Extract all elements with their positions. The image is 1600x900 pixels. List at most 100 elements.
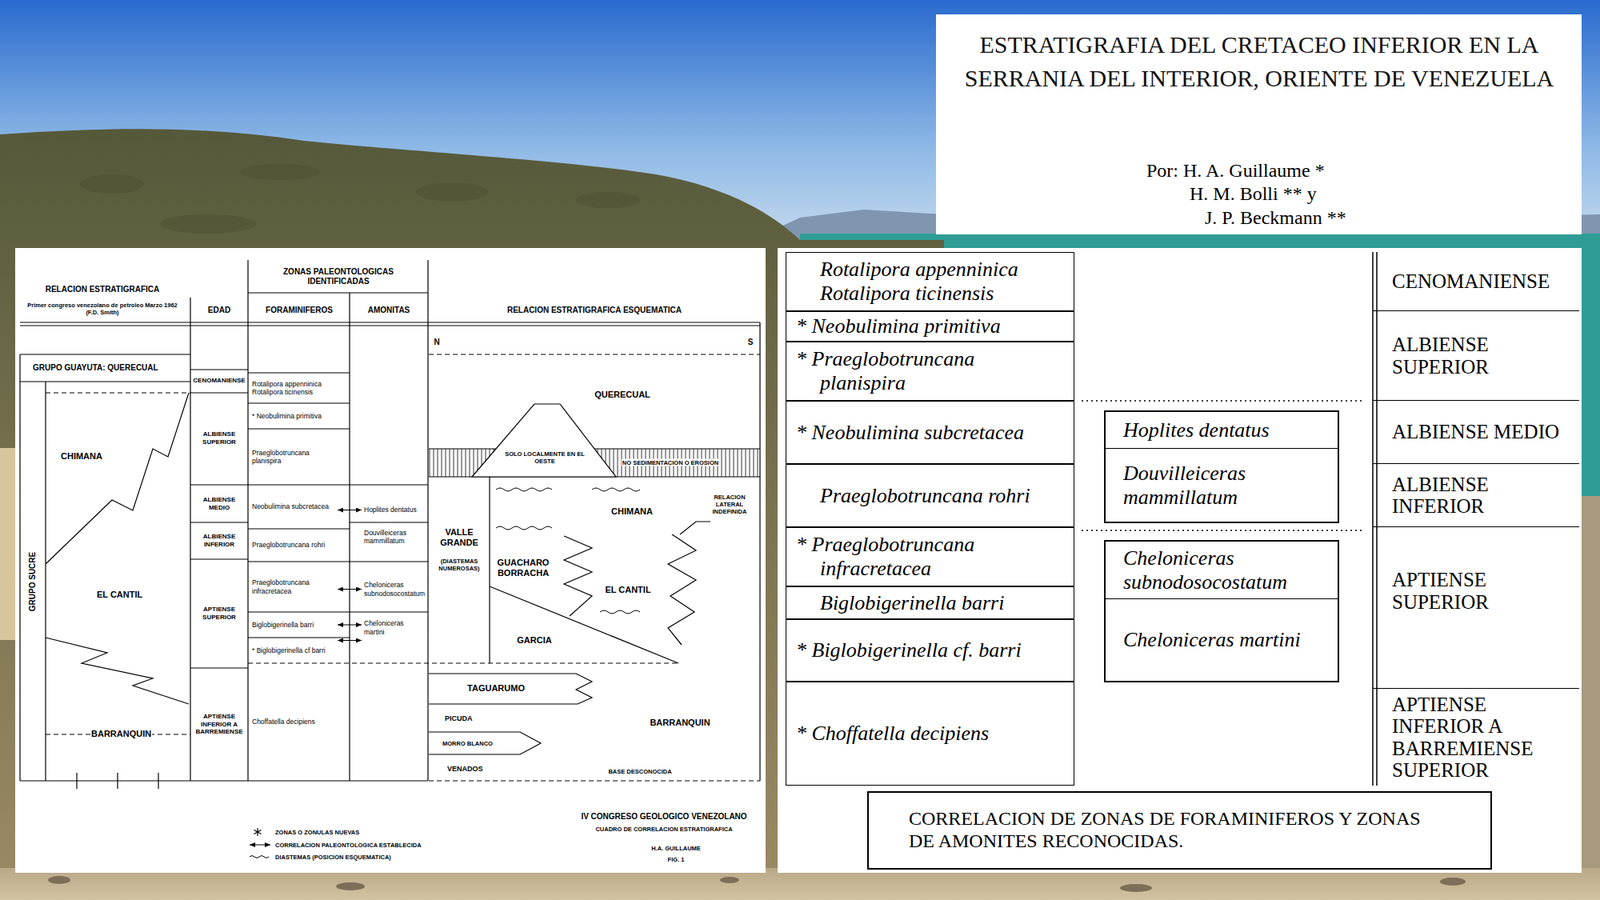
stage-box: ALBIENSE SUPERIOR bbox=[1372, 311, 1580, 401]
formation-name: VALLE GRANDE bbox=[434, 527, 484, 548]
correlation-arrow-sample bbox=[249, 844, 271, 846]
zone-name: Biglobigerinella barri bbox=[252, 620, 336, 629]
legend-entry: DIASTEMAS (POSICION ESQUEMATICA) bbox=[275, 853, 392, 861]
foraminifera-zone: Rotalipora appenninica Rotalipora ticine… bbox=[249, 372, 338, 404]
foraminifera-zone: * Neobulimina primitiva bbox=[249, 403, 338, 429]
stage-name: CENOMANIENSE bbox=[192, 376, 247, 385]
figure-panel bbox=[15, 248, 766, 873]
formation-name: QUERECUAL bbox=[593, 389, 652, 400]
zone-name: Cheloniceras subnodosocostatum bbox=[364, 580, 425, 597]
zone-name: Cheloniceras subnodosocostatum bbox=[1123, 546, 1327, 595]
foraminifera-zone-box: Biglobigerinella barri bbox=[785, 586, 1075, 620]
figure-note: S bbox=[747, 337, 755, 348]
zone-name: Douvilleiceras mammillatum bbox=[1123, 461, 1327, 510]
figure-note: FIG. 1 bbox=[667, 856, 686, 864]
formation-name: EL CANTIL bbox=[96, 589, 144, 600]
foraminifera-zone: * Biglobigerinella cf barri bbox=[249, 637, 338, 664]
zone-name: Praeglobotruncana infracretacea bbox=[252, 578, 336, 595]
dotted-correlation bbox=[1081, 400, 1363, 531]
figure-note: ZONAS PALEONTOLOGICAS IDENTIFICADAS bbox=[277, 267, 400, 287]
zone-name: Cheloniceras martini bbox=[364, 619, 425, 636]
sand bbox=[0, 448, 16, 640]
formation-name: GUACHARO BORRACHA bbox=[492, 557, 555, 579]
paper-title: ESTRATIGRAFIA DEL CRETACEO INFERIOR EN L… bbox=[942, 28, 1576, 96]
zone-name: Praeglobotruncana rohri bbox=[820, 484, 1050, 508]
stage-name: APTIENSE INFERIOR A BARREMIENSE bbox=[192, 712, 247, 736]
legend-entry: CORRELACION PALEONTOLOGICA ESTABLECIDA bbox=[275, 841, 422, 849]
zone-name: ALBIENSE SUPERIOR bbox=[1392, 333, 1575, 378]
zone-name: Biglobigerinella barri bbox=[820, 591, 1050, 616]
zone-name: * Choffatella decipiens bbox=[820, 721, 1050, 746]
zone-name: Hoplites dentatus bbox=[1123, 418, 1327, 443]
figure-note: RELACION LATERAL INDEFINIDA bbox=[704, 493, 756, 516]
figure-note: CUADRO DE CORRELACION ESTRATIGRAFICA bbox=[594, 825, 733, 833]
ammonite-zone: Cheloniceras subnodosocostatum bbox=[361, 571, 428, 608]
correlation-arrow bbox=[337, 588, 362, 590]
foraminifera-zone: Praeglobotruncana planispira bbox=[249, 428, 338, 485]
zone-name: Praeglobotruncana rohri bbox=[252, 540, 336, 549]
zone-name: Rotalipora appenninica Rotalipora ticine… bbox=[252, 380, 336, 396]
figure-note: GRUPO SUCRE bbox=[28, 551, 38, 612]
figure-lines bbox=[20, 260, 760, 789]
ammonite-zone-box: Douvilleiceras mammillatum bbox=[1105, 448, 1338, 522]
foraminifera-zone: Praeglobotruncana infracretacea bbox=[249, 561, 338, 612]
zone-name: * Neobulimina subcretacea bbox=[820, 420, 1050, 445]
zone-name: CENOMANIENSE bbox=[1392, 270, 1575, 293]
correlation-arrow bbox=[337, 624, 362, 626]
figure-note: AMONITAS bbox=[367, 305, 412, 316]
stage-name: APTIENSE SUPERIOR bbox=[192, 605, 247, 621]
foraminifera-zone: Neobulimina subcretacea bbox=[249, 484, 338, 529]
figure-note: EDAD bbox=[207, 305, 232, 316]
foraminifera-zone-box: Praeglobotruncana rohri bbox=[785, 464, 1075, 528]
figure-note: GRUPO GUAYUTA: QUERECUAL bbox=[32, 363, 160, 373]
foraminifera-zone-box: * Neobulimina subcretacea bbox=[785, 400, 1075, 464]
correlation-arrow bbox=[337, 640, 362, 641]
title-panel bbox=[936, 14, 1582, 235]
zone-name: Rotalipora appenninica Rotalipora ticine… bbox=[820, 257, 1050, 306]
foraminifera-zone: Choffatella decipiens bbox=[249, 663, 338, 781]
diastem-sample bbox=[249, 856, 269, 859]
zone-name: ALBIENSE INFERIOR bbox=[1392, 473, 1575, 518]
foraminifera-zone-box: * Choffatella decipiens bbox=[785, 681, 1075, 786]
stage-box: APTIENSE SUPERIOR bbox=[1372, 527, 1580, 689]
figure-note: PICUDA bbox=[444, 714, 474, 724]
zone-name: * Praeglobotruncana infracretacea bbox=[820, 532, 1050, 581]
figure-note: FORAMINIFEROS bbox=[264, 305, 334, 316]
ammonite-zone-box: Cheloniceras martini bbox=[1105, 599, 1338, 681]
formation-name: CHIMANA bbox=[60, 451, 104, 462]
figure-note: N bbox=[432, 337, 440, 348]
foraminifera-zone: Biglobigerinella barri bbox=[249, 612, 338, 638]
caption-box: CORRELACION DE ZONAS DE FORAMINIFEROS Y … bbox=[867, 791, 1492, 870]
zone-name: APTIENSE INFERIOR A BARREMIENSE SUPERIOR bbox=[1392, 693, 1575, 782]
ammonite-zone: Hoplites dentatus bbox=[361, 497, 428, 523]
zone-name: * Biglobigerinella cf barri bbox=[252, 646, 336, 655]
foraminifera-zone-box: * Praeglobotruncana infracretacea bbox=[785, 527, 1075, 587]
dashed-boundaries bbox=[45, 354, 760, 781]
figure-note: (DIASTEMAS NUMEROSAS) bbox=[431, 557, 488, 572]
stage-name: ALBIENSE MEDIO bbox=[192, 496, 247, 512]
ammonite-zone-box: Cheloniceras subnodosocostatum bbox=[1105, 541, 1338, 600]
local-wedge bbox=[472, 404, 616, 477]
zone-name: * Praeglobotruncana planispira bbox=[820, 347, 1050, 396]
formation-name: BARRANQUIN bbox=[90, 728, 152, 740]
shrub-patches bbox=[80, 164, 640, 234]
formation-name: BARRANQUIN bbox=[648, 717, 711, 728]
zone-name: Praeglobotruncana planispira bbox=[252, 448, 336, 465]
formation-name: CHIMANA bbox=[610, 506, 654, 517]
ammonite-frame bbox=[1104, 540, 1339, 682]
figure-note: H.A. GUILLAUME bbox=[650, 844, 702, 852]
caption: CORRELACION DE ZONAS DE FORAMINIFEROS Y … bbox=[908, 808, 1421, 852]
stage-box: CENOMANIENSE bbox=[1372, 252, 1580, 312]
author-line: Por: H. A. Guillaume * bbox=[1145, 159, 1326, 183]
author-line: J. P. Beckmann ** bbox=[1204, 206, 1348, 230]
ammonite-frame bbox=[1104, 411, 1339, 523]
zone-name: Neobulimina subcretacea bbox=[252, 502, 336, 511]
stage-column-line bbox=[1372, 252, 1377, 786]
foraminifera-zone-box: * Praeglobotruncana planispira bbox=[785, 341, 1075, 401]
zone-name: APTIENSE SUPERIOR bbox=[1392, 568, 1575, 613]
author-line: H. M. Bolli ** y bbox=[1188, 182, 1318, 206]
new-zone-asterisk bbox=[254, 828, 262, 836]
ammonite-zone: Cheloniceras martini bbox=[361, 612, 428, 644]
zone-name: ALBIENSE MEDIO bbox=[1392, 420, 1575, 444]
foraminifera-zone-box: * Biglobigerinella cf. barri bbox=[785, 619, 1075, 682]
